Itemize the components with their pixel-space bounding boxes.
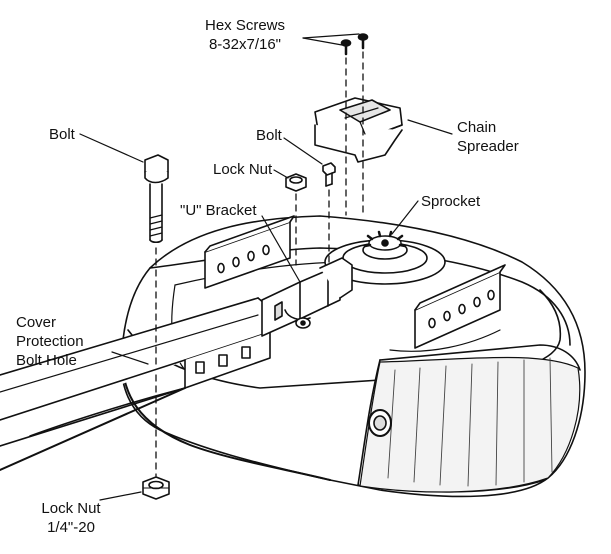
- u-bracket-label: "U" Bracket: [180, 202, 257, 219]
- top-lock-nut: [285, 173, 307, 192]
- chain-spreader-label: Chain Spreader: [457, 118, 519, 156]
- sprocket-label: Sprocket: [421, 193, 481, 210]
- cover-protection-label-line2: Protection: [16, 333, 84, 350]
- cover-protection-label-line3: Bolt Hole: [16, 352, 77, 369]
- left-mounting-bracket: [204, 215, 295, 289]
- alignment-lines: [155, 51, 364, 477]
- right-mounting-bracket: [414, 264, 506, 349]
- hex-screws-label-line1: Hex Screws: [204, 17, 286, 34]
- cover-protection-label-line1: Cover: [16, 314, 57, 331]
- chain-spreader: [314, 97, 403, 163]
- chain-spreader-label-line2: Spreader: [457, 138, 519, 155]
- small-bolt: [322, 162, 336, 187]
- sprocket: [324, 230, 446, 285]
- hex-screws-label-line2: 8-32x7/16": [208, 36, 282, 53]
- large-bolt-label: Bolt: [49, 126, 75, 143]
- bottom-lock-nut-label-line2: 1/4"-20: [47, 519, 95, 536]
- u-bracket: [261, 257, 353, 337]
- chain-spreader-label-line1: Chain: [457, 119, 497, 136]
- top-lock-nut-label: Lock Nut: [213, 161, 273, 178]
- bottom-lock-nut-label: Lock Nut 1/4"-20: [28, 499, 114, 537]
- small-bolt-label: Bolt: [256, 127, 282, 144]
- hex-screws: [340, 33, 369, 56]
- hex-screws-label: Hex Screws 8-32x7/16": [195, 16, 295, 54]
- leader-lines: [79, 33, 453, 501]
- rail: [0, 297, 271, 471]
- large-bolt: [144, 154, 169, 244]
- cover-protection-label: Cover Protection Bolt Hole: [16, 313, 84, 370]
- bottom-lock-nut-label-line1: Lock Nut: [41, 500, 101, 517]
- bottom-lock-nut: [142, 476, 170, 500]
